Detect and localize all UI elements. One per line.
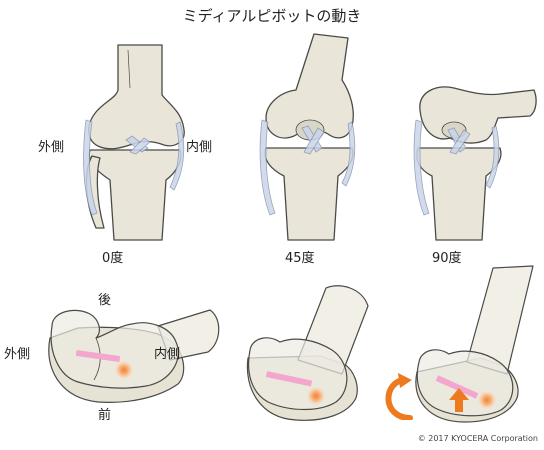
label-posterior: 後 <box>98 293 112 308</box>
pink-bar-90 <box>435 375 479 399</box>
pink-bar-axial <box>75 349 121 363</box>
oblique-view-45-degree <box>240 278 380 428</box>
label-lateral-top: 外側 <box>38 140 65 155</box>
diagram-title: ミディアルピボットの動き <box>182 7 362 25</box>
pivot-dot-45 <box>306 386 326 406</box>
label-90-degree: 90度 <box>432 251 462 266</box>
knee-0-degree <box>70 40 200 245</box>
axial-view-0-degree <box>38 298 223 408</box>
pivot-dot-90 <box>477 390 497 410</box>
pivot-dot-axial <box>114 360 134 380</box>
label-medial-top: 内側 <box>186 140 213 155</box>
curved-rotation-arrow-icon <box>380 372 420 420</box>
label-anterior: 前 <box>98 408 112 423</box>
knee-45-degree <box>252 30 362 245</box>
pink-bar-45 <box>265 371 313 387</box>
copyright-notice: © 2017 KYOCERA Corporation <box>417 434 538 443</box>
label-medial-bottom: 内側 <box>154 347 181 362</box>
knee-90-degree <box>410 80 540 245</box>
label-45-degree: 45度 <box>285 251 315 266</box>
label-lateral-bottom: 外側 <box>4 347 31 362</box>
oblique-view-90-degree <box>385 262 540 432</box>
label-0-degree: 0度 <box>102 251 124 266</box>
up-arrow-icon <box>449 388 469 412</box>
